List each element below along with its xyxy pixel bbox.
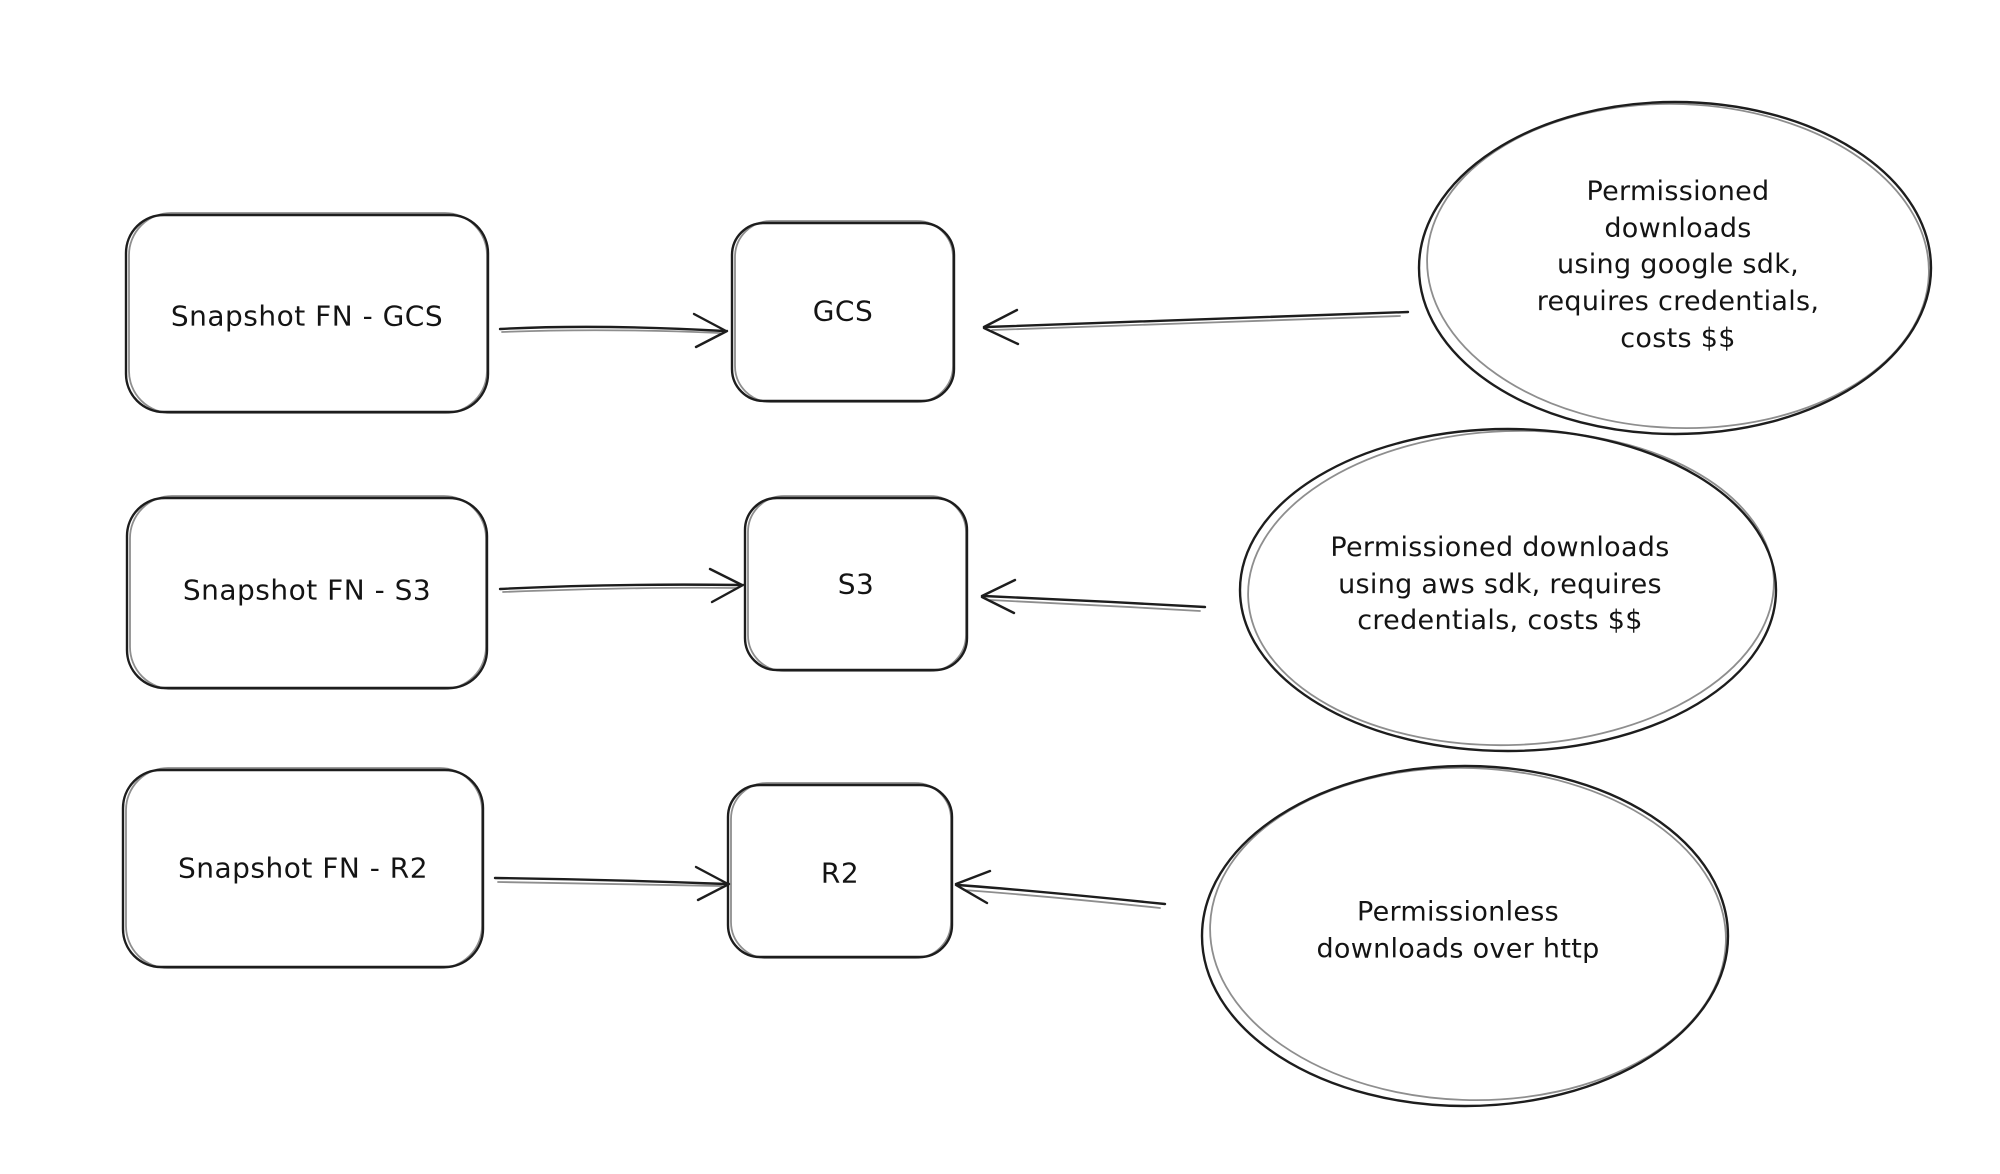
note-r2-text: Permissionless downloads over http (1316, 896, 1600, 964)
source-node-r2-label: Snapshot FN - R2 (177, 851, 429, 885)
arrow-note-to-s3 (980, 578, 1207, 615)
storage-node-s3-shape (743, 495, 969, 672)
arrow-source-to-gcs (498, 312, 729, 349)
arrow-note-to-r2 (954, 869, 1167, 909)
source-node-s3-label: Snapshot FN - S3 (182, 573, 432, 607)
storage-node-r2-shape (726, 782, 954, 959)
arrow-source-to-s3 (498, 567, 745, 604)
arrow-note-to-gcs (982, 308, 1410, 346)
storage-node-gcs-shape (730, 220, 956, 403)
note-ellipse-gcs-shape (1417, 100, 1933, 436)
source-node-gcs-label: Snapshot FN - GCS (170, 299, 444, 333)
note-gcs-text: Permissioned downloads using google sdk,… (1536, 176, 1820, 355)
source-node-r2-shape (121, 767, 485, 969)
source-node-s3-shape (125, 495, 489, 690)
note-ellipse-r2-shape (1200, 764, 1730, 1108)
storage-node-r2-label: R2 (820, 856, 860, 890)
source-node-gcs-shape (124, 212, 490, 414)
storage-node-gcs-label: GCS (812, 294, 874, 328)
note-s3-text: Permissioned downloads using aws sdk, re… (1330, 531, 1670, 637)
note-ellipse-s3-shape (1238, 427, 1778, 753)
arrow-source-to-r2 (493, 865, 731, 902)
storage-node-s3-label: S3 (837, 567, 875, 601)
